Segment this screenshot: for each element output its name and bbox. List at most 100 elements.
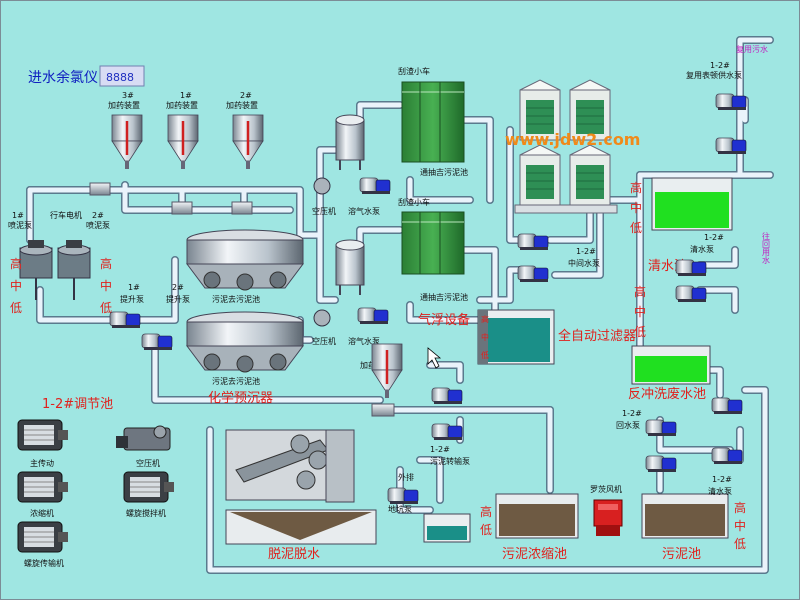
- lift-pump-1-number: 1#: [128, 283, 140, 292]
- sludge-pool[interactable]: 高 中 低 污泥池: [641, 493, 746, 562]
- mid-pump-number: 1-2#: [576, 247, 596, 256]
- dewatering-machine[interactable]: 脱泥脱水: [225, 429, 377, 562]
- dosing-1-label: 加药装置: [166, 100, 198, 110]
- dosing-hopper-3[interactable]: 3# 加药装置: [108, 91, 144, 171]
- lower-clear-pump-number: 1-2#: [712, 475, 732, 484]
- auto-filter[interactable]: 高 中 低 全自动过滤器: [477, 309, 636, 365]
- flotation-unit-upper[interactable]: 空压机 溶气水泵 刮渣小车 通抽吉污泥池: [312, 66, 468, 216]
- sludge-pump-1-label: 喷泥泵: [8, 220, 32, 230]
- clear-pumps[interactable]: 1-2# 清水泵: [675, 233, 724, 303]
- backwash-pool-title: 反冲洗废水池: [628, 386, 706, 402]
- dosing-hopper-4[interactable]: 4# 加药装置: [360, 342, 404, 400]
- reuse-pump-label: 复用表顿供水泵: [686, 70, 742, 80]
- left2-level-high: 高: [100, 256, 112, 271]
- backwash-pool[interactable]: 高 中 低 反冲洗废水池: [628, 284, 711, 402]
- chem-precip-tank-lower[interactable]: 污泥去污泥池: [186, 311, 304, 386]
- flow-meter[interactable]: [89, 182, 111, 196]
- dosing-hopper-1[interactable]: 1# 加药装置: [166, 91, 200, 171]
- backflow-pumps[interactable]: 1-2# 回水泵: [616, 409, 677, 473]
- lower-tank-label: 污泥去污泥池: [212, 376, 260, 386]
- reuse-pipe-label: 往回用水: [762, 231, 771, 264]
- chlorine-meter-display[interactable]: [99, 65, 145, 87]
- lift-pump-1[interactable]: 1# 提升泵: [109, 283, 144, 329]
- flotation-title: 气浮设备: [418, 312, 470, 328]
- left-level-mid: 中: [10, 278, 22, 293]
- reuse-water-label: 复用污水: [736, 44, 768, 54]
- sludge-level-low: 低: [734, 537, 746, 551]
- roots-blower-label: 罗茨风机: [590, 484, 622, 494]
- dissolved-pump-lower-label: 溶气水泵: [348, 336, 380, 346]
- legend-screw-mixer: 螺旋搅拌机: [123, 471, 175, 518]
- chem-precip-tank-upper[interactable]: 污泥去污泥池: [186, 229, 304, 304]
- sludge-pump-1-number: 1#: [12, 211, 24, 220]
- lift-pump-2-number: 2#: [172, 283, 184, 292]
- left-level-low: 低: [10, 301, 22, 315]
- left2-level-mid: 中: [100, 278, 112, 293]
- filter-level-mid: 中: [481, 332, 489, 342]
- watermark-text: www.jdw2.com: [505, 130, 640, 149]
- lift-pump-2[interactable]: 2# 提升泵: [141, 283, 190, 351]
- backwash-level-low: 低: [634, 325, 646, 339]
- lift-pump-2-label: 提升泵: [166, 294, 190, 304]
- left-level-high: 高: [10, 256, 22, 271]
- conc-level-low: 低: [480, 523, 492, 537]
- flotation-lower-outlet-label: 通抽吉污泥池: [420, 292, 468, 302]
- clear-pump-label: 清水泵: [690, 244, 714, 254]
- dewater-title: 脱泥脱水: [268, 547, 320, 562]
- legend-thicken-label: 浓缩机: [30, 508, 54, 518]
- dosing-1-number: 1#: [180, 91, 192, 100]
- scraper-lower-label: 刮渣小车: [398, 197, 430, 207]
- mixer-label: 行车电机: [50, 210, 82, 220]
- backflow-label: 回水泵: [616, 420, 640, 430]
- clear-water-pool[interactable]: 高 中 低 清水池: [630, 177, 733, 274]
- land-pump[interactable]: 外排 地坑泵: [387, 472, 419, 514]
- dosing-hopper-2[interactable]: 2# 加药装置: [226, 91, 265, 171]
- flow-meter[interactable]: [371, 403, 395, 417]
- mid-pump-label: 中间水泵: [568, 258, 600, 268]
- sludge-pool-title: 污泥池: [662, 547, 701, 562]
- legend-thicken: 浓缩机: [17, 471, 69, 518]
- land-pump-label: 地坑泵: [388, 504, 412, 514]
- sludge-transfer-pumps[interactable]: 1-2# 污泥转输泵: [430, 387, 470, 466]
- mid-pumps[interactable]: 1-2# 中间水泵: [517, 233, 600, 283]
- sludge-pump-2-label: 喷泥泵: [86, 220, 110, 230]
- flow-meter[interactable]: [171, 201, 193, 215]
- chlorine-meter-title: 进水余氯仪: [28, 69, 98, 86]
- filter-level-low: 低: [481, 350, 489, 360]
- left2-level-low: 低: [100, 301, 112, 315]
- legend-main-motor: 主传动: [17, 419, 69, 468]
- flotation-unit-lower[interactable]: 空压机 溶气水泵 刮渣小车 通抽吉污泥池: [312, 197, 468, 346]
- air-compressor-upper-label: 空压机: [312, 206, 336, 216]
- conc-level-high: 高: [480, 504, 492, 519]
- dosing-2-label: 加药装置: [226, 100, 258, 110]
- lower-clear-pump-label: 清水泵: [708, 486, 732, 496]
- legend-air: 空压机: [116, 425, 171, 468]
- filter-towers: [514, 79, 618, 214]
- legend-main-motor-label: 主传动: [30, 458, 54, 468]
- roots-blower[interactable]: 罗茨风机: [590, 484, 623, 536]
- flow-meter[interactable]: [231, 201, 253, 215]
- backwash-level-mid: 中: [634, 304, 646, 319]
- clear-pumps-lower[interactable]: 1-2# 清水泵: [708, 397, 743, 496]
- legend-screw-mixer-label: 螺旋搅拌机: [126, 508, 166, 518]
- clear-level-low: 低: [630, 221, 642, 235]
- reuse-pumps[interactable]: 1-2# 复用表顿供水泵: [686, 61, 747, 155]
- backwash-level-high: 高: [634, 284, 646, 299]
- dosing-3-label: 加药装置: [108, 100, 140, 110]
- clear-level-high: 高: [630, 180, 642, 195]
- dissolved-pump-upper-label: 溶气水泵: [348, 206, 380, 216]
- chem-precip-title: 化学预沉器: [208, 390, 273, 406]
- outflow-label: 外排: [398, 472, 414, 482]
- legend-screw: 螺旋传输机: [17, 521, 69, 568]
- filter-level-high: 高: [481, 314, 489, 324]
- sludge-level-mid: 中: [734, 518, 746, 533]
- pipe-network: [26, 36, 774, 574]
- clear-pump-number: 1-2#: [704, 233, 724, 242]
- dosing-2-number: 2#: [240, 91, 252, 100]
- upper-tank-label: 污泥去污泥池: [212, 294, 260, 304]
- small-water-tank[interactable]: [423, 513, 471, 543]
- sludge-conc-pool[interactable]: 高 低 污泥浓缩池: [480, 493, 579, 562]
- legend-air-label: 空压机: [136, 458, 160, 468]
